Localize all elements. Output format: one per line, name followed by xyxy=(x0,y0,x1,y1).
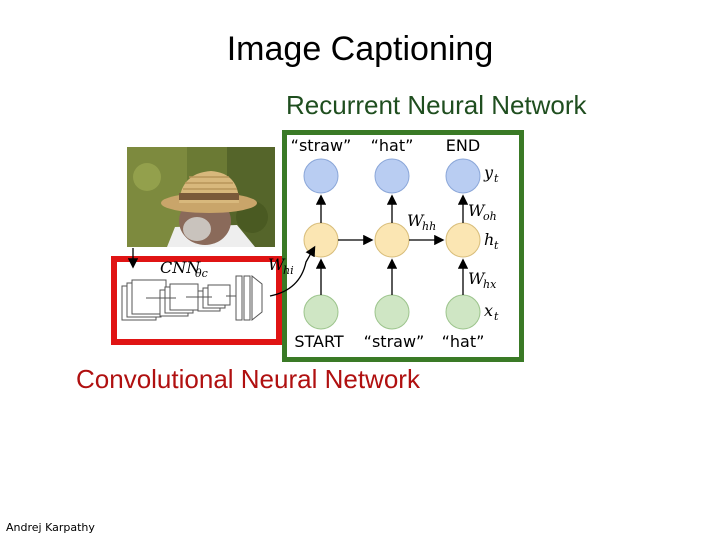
cnn-label: Convolutional Neural Network xyxy=(76,364,420,394)
output-token: END xyxy=(446,136,480,155)
cnn-to-rnn-arrow xyxy=(269,245,316,297)
rnn-label: Recurrent Neural Network xyxy=(286,90,587,120)
cnn-subscript: θc xyxy=(195,267,208,280)
cnn-symbol: CNN xyxy=(160,258,201,277)
hidden-node xyxy=(445,222,481,258)
slide-title: Image Captioning xyxy=(226,30,494,68)
output-token: “hat” xyxy=(371,136,414,155)
symbol-x-sub: t xyxy=(494,310,499,323)
symbol-w-hx: W xyxy=(468,269,486,288)
symbol-w-oh: W xyxy=(468,201,486,220)
input-node xyxy=(374,294,410,330)
symbol-h: h xyxy=(484,230,494,249)
input-photo xyxy=(127,147,275,247)
symbol-w-hx-sub: hx xyxy=(483,278,497,291)
output-node xyxy=(445,158,481,194)
output-node xyxy=(374,158,410,194)
cnn-frame xyxy=(111,256,282,345)
hidden-node xyxy=(303,222,339,258)
symbol-w-hi: W xyxy=(268,255,286,274)
cnn-layers xyxy=(121,274,263,322)
input-token: START xyxy=(294,332,344,351)
symbol-h-sub: t xyxy=(494,239,499,252)
input-node xyxy=(445,294,481,330)
input-token: “hat” xyxy=(442,332,485,351)
input-node xyxy=(303,294,339,330)
symbol-y: y xyxy=(483,163,494,182)
symbol-x: x xyxy=(484,301,493,320)
symbol-w-hh-sub: hh xyxy=(422,220,436,233)
output-node xyxy=(303,158,339,194)
author-credit: Andrej Karpathy xyxy=(6,521,95,534)
symbol-w-oh-sub: oh xyxy=(483,210,497,223)
input-token: “straw” xyxy=(364,332,425,351)
symbol-y-sub: t xyxy=(494,172,499,185)
symbol-w-hi-sub: hi xyxy=(283,264,294,277)
symbol-w-hh: W xyxy=(407,211,425,230)
rnn-frame xyxy=(282,130,524,362)
output-token: “straw” xyxy=(291,136,352,155)
hidden-node xyxy=(374,222,410,258)
